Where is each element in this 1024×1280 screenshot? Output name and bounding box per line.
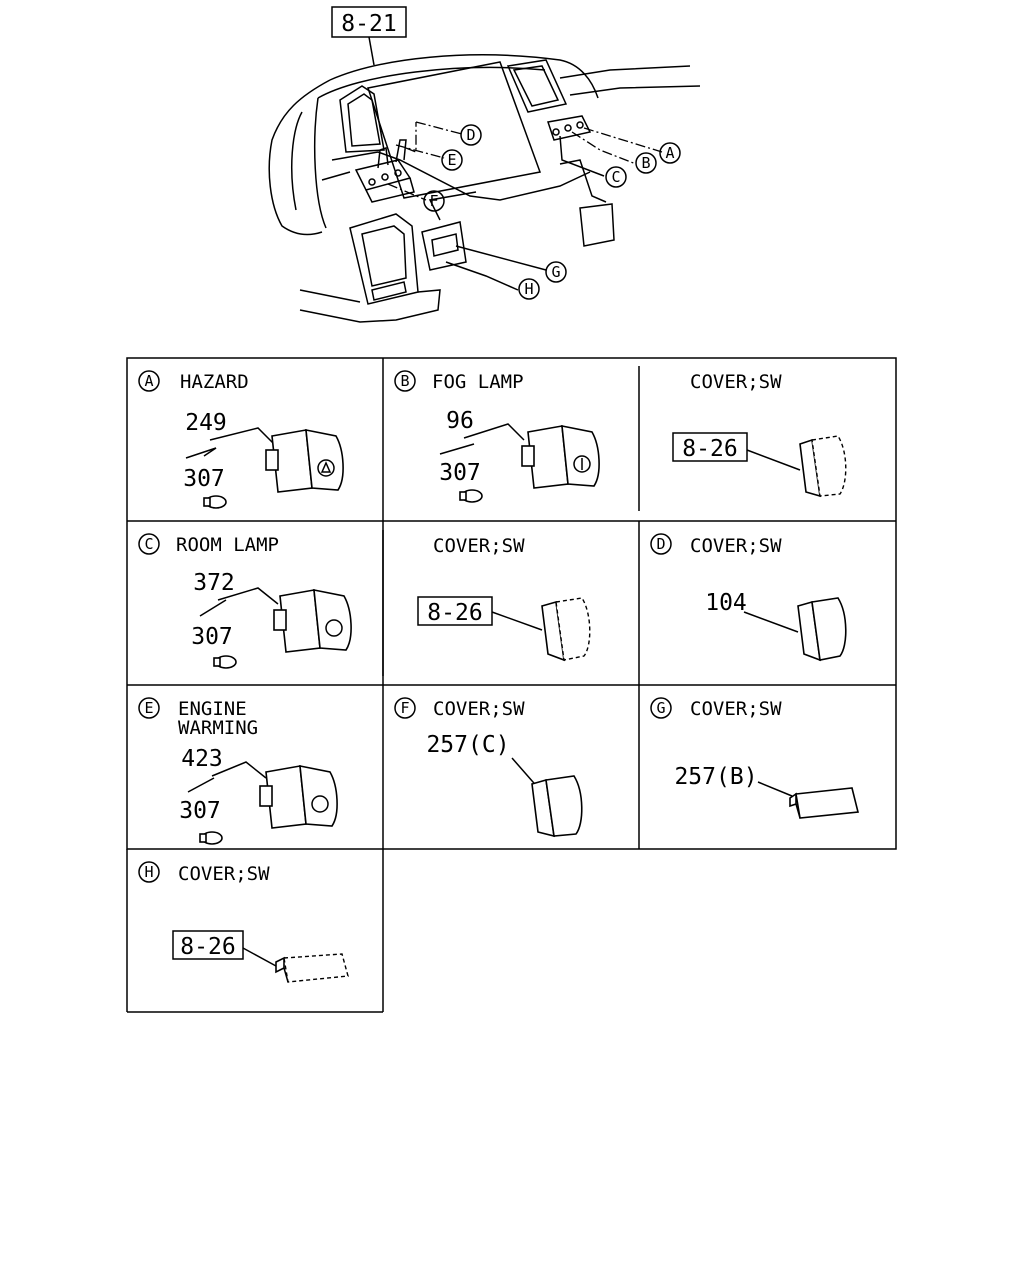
callout-G: G bbox=[545, 261, 567, 283]
callout-H: H bbox=[518, 278, 540, 300]
part-number: 423 bbox=[181, 746, 223, 772]
bulb-number: 307 bbox=[179, 798, 221, 824]
cell-cover-sw-2: COVER;SW 8-26 bbox=[417, 535, 591, 662]
ref-label: 8-26 bbox=[180, 934, 235, 960]
room-lamp-switch-icon bbox=[273, 589, 352, 653]
bulb-number: 307 bbox=[183, 466, 225, 492]
part-number: 257(C) bbox=[426, 732, 509, 758]
cell-room-lamp: C ROOM LAMP 372 307 bbox=[138, 533, 352, 669]
cover-icon bbox=[797, 597, 847, 662]
callout-D: D bbox=[460, 124, 482, 146]
part-number: 104 bbox=[705, 590, 747, 616]
part-number: 96 bbox=[446, 408, 474, 434]
cover-icon bbox=[275, 953, 349, 983]
engine-warming-switch-icon bbox=[259, 765, 338, 829]
part-number: 372 bbox=[193, 570, 235, 596]
cell-letter: E bbox=[144, 699, 153, 717]
cell-engine-warming: E ENGINE WARMING 423 307 bbox=[138, 697, 338, 845]
svg-text:C: C bbox=[611, 168, 620, 186]
cell-letter: B bbox=[400, 372, 409, 390]
cell-title: COVER;SW bbox=[178, 863, 270, 885]
callout-F: F bbox=[423, 190, 445, 212]
cell-title: COVER;SW bbox=[690, 535, 782, 557]
svg-text:D: D bbox=[466, 126, 475, 144]
cell-title: FOG LAMP bbox=[432, 371, 524, 393]
bulb-icon bbox=[459, 489, 483, 503]
bulb-icon bbox=[213, 655, 237, 669]
cover-icon bbox=[789, 787, 859, 819]
fog-lamp-switch-icon bbox=[521, 425, 600, 489]
callout-E: E bbox=[441, 149, 463, 171]
cell-letter: F bbox=[400, 699, 409, 717]
bulb-icon bbox=[203, 495, 227, 509]
ref-box bbox=[172, 930, 244, 960]
bulb-number: 307 bbox=[439, 460, 481, 486]
parts-grid bbox=[126, 357, 897, 1013]
bulb-icon bbox=[199, 831, 223, 845]
bulb-number: 307 bbox=[191, 624, 233, 650]
cell-letter: C bbox=[144, 535, 153, 553]
callout-B: B bbox=[635, 152, 657, 174]
cell-title: COVER;SW bbox=[433, 535, 525, 557]
letter-circle bbox=[138, 370, 160, 392]
ref-box bbox=[417, 596, 493, 626]
cover-icon bbox=[531, 775, 583, 838]
cell-hazard: A HAZARD 249 307 bbox=[138, 370, 344, 509]
svg-text:B: B bbox=[641, 154, 650, 172]
hazard-switch-icon bbox=[265, 429, 344, 493]
ref-label: 8-26 bbox=[427, 600, 482, 626]
part-number: 249 bbox=[185, 410, 227, 436]
ref-label: 8-26 bbox=[682, 436, 737, 462]
callout-A: A bbox=[659, 142, 681, 164]
cell-title-line2: WARMING bbox=[178, 717, 258, 739]
cell-h-cover-sw: H COVER;SW 8-26 bbox=[138, 861, 349, 983]
part-number: 257(B) bbox=[674, 764, 757, 790]
cell-title: COVER;SW bbox=[690, 698, 782, 720]
cell-fog-lamp: B FOG LAMP 96 307 bbox=[394, 370, 600, 503]
cell-letter: A bbox=[144, 372, 153, 390]
svg-text:A: A bbox=[665, 144, 674, 162]
cell-title: ROOM LAMP bbox=[176, 534, 279, 556]
svg-text:G: G bbox=[551, 263, 560, 281]
cover-icon bbox=[799, 435, 847, 498]
ref-box bbox=[672, 432, 748, 462]
cell-cover-sw-1: COVER;SW 8-26 bbox=[672, 371, 847, 498]
cell-g-cover-sw: G COVER;SW 257(B) bbox=[650, 697, 859, 819]
ref-main-label: 8-21 bbox=[341, 11, 396, 37]
cell-letter: H bbox=[144, 863, 153, 881]
cell-title: COVER;SW bbox=[690, 371, 782, 393]
cell-d-cover-sw: D COVER;SW 104 bbox=[650, 533, 847, 662]
cell-title: HAZARD bbox=[180, 371, 249, 393]
svg-text:E: E bbox=[447, 151, 456, 169]
dashboard-illustration: 8-21 bbox=[268, 6, 701, 323]
svg-text:H: H bbox=[524, 280, 533, 298]
cell-letter: G bbox=[656, 699, 665, 717]
cell-letter: D bbox=[656, 535, 665, 553]
cell-f-cover-sw: F COVER;SW 257(C) bbox=[394, 697, 583, 838]
cover-icon bbox=[541, 597, 591, 662]
cell-title-line1: ENGINE bbox=[178, 698, 247, 720]
cell-title: COVER;SW bbox=[433, 698, 525, 720]
svg-text:F: F bbox=[429, 192, 438, 210]
callout-C: C bbox=[605, 166, 627, 188]
